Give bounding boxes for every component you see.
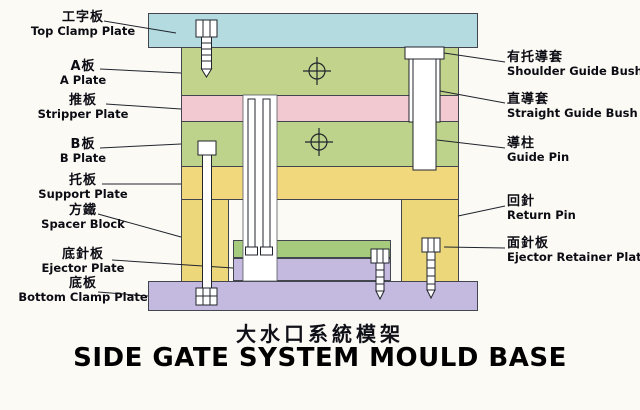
- label-zh: 直導套: [507, 92, 550, 107]
- b-plate: [181, 121, 459, 167]
- label-zh: 面針板: [507, 236, 550, 251]
- diagram-title-english: SIDE GATE SYSTEM MOULD BASE: [73, 343, 567, 373]
- label-a-plate: A板 A Plate: [8, 59, 158, 87]
- top-clamp-plate: [148, 13, 478, 48]
- label-spacer-block: 方鐵 Spacer Block: [8, 203, 158, 231]
- ejector-plate: [233, 258, 391, 281]
- bottom-clamp-plate: [148, 281, 478, 311]
- label-zh: 方鐵: [68, 203, 97, 218]
- label-zh: 回針: [507, 194, 536, 209]
- spacer-block-right: [401, 199, 459, 282]
- label-zh: A板: [70, 59, 96, 74]
- label-zh: B板: [70, 137, 96, 152]
- label-en: Bottom Clamp Plate: [18, 290, 148, 304]
- label-shoulder-guide-bush: 有托導套 Shoulder Guide Bush: [507, 50, 640, 78]
- label-return-pin: 回針 Return Pin: [507, 194, 576, 222]
- label-zh: 推板: [68, 93, 97, 108]
- label-guide-pin: 導柱 Guide Pin: [507, 136, 569, 164]
- label-en: Straight Guide Bush: [507, 106, 638, 120]
- label-top-clamp-plate: 工字板 Top Clamp Plate: [8, 10, 158, 38]
- ejector-retainer-plate: [233, 240, 391, 258]
- label-ejector-plate: 底針板 Ejector Plate: [8, 247, 158, 275]
- a-plate: [181, 47, 459, 96]
- label-zh: 底針板: [61, 247, 104, 262]
- label-zh: 底板: [68, 276, 97, 291]
- label-zh: 有托導套: [507, 50, 564, 65]
- label-straight-guide-bush: 直導套 Straight Guide Bush: [507, 92, 638, 120]
- label-en: Top Clamp Plate: [30, 24, 136, 38]
- label-stripper-plate: 推板 Stripper Plate: [8, 93, 158, 121]
- label-en: Support Plate: [38, 187, 128, 201]
- label-b-plate: B板 B Plate: [8, 137, 158, 165]
- label-en: A Plate: [59, 73, 107, 87]
- support-plate: [181, 166, 459, 200]
- spacer-block-left: [181, 199, 229, 282]
- label-en: Spacer Block: [41, 217, 125, 231]
- label-zh: 工字板: [61, 10, 104, 25]
- label-en: Shoulder Guide Bush: [507, 64, 640, 78]
- label-en: Ejector Retainer Plate: [507, 250, 640, 264]
- label-en: Ejector Plate: [41, 261, 125, 275]
- label-en: Stripper Plate: [37, 107, 129, 121]
- label-en: Return Pin: [507, 208, 576, 222]
- label-support-plate: 托板 Support Plate: [8, 173, 158, 201]
- label-en: B Plate: [59, 151, 107, 165]
- stripper-plate: [181, 95, 459, 122]
- label-en: Guide Pin: [507, 150, 570, 164]
- diagram-title-chinese: 大水口系統模架: [236, 322, 404, 346]
- label-ejector-retainer-plate: 面針板 Ejector Retainer Plate: [507, 236, 640, 264]
- label-bottom-clamp-plate: 底板 Bottom Clamp Plate: [8, 276, 158, 304]
- label-zh: 托板: [68, 173, 97, 188]
- label-zh: 導柱: [507, 136, 536, 151]
